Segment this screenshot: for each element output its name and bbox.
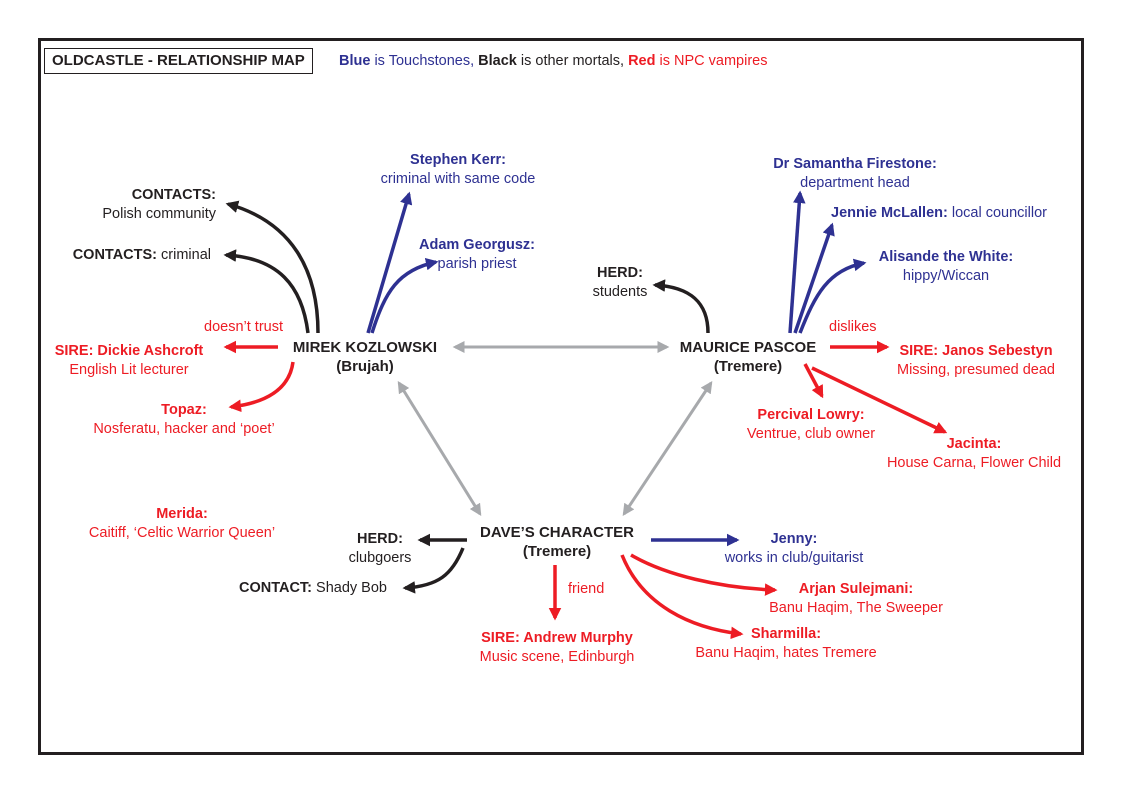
maurice-percival-arrow <box>803 363 824 399</box>
dave-node: DAVE’S CHARACTER (Tremere) <box>480 523 634 561</box>
page-title: OLDCASTLE - RELATIONSHIP MAP <box>44 48 313 74</box>
andrew-desc: Music scene, Edinburgh <box>479 649 635 665</box>
jennie-desc: local councillor <box>947 205 1047 221</box>
legend-red-word: Red <box>628 53 656 69</box>
jacinta-name: Jacinta: <box>946 436 1002 452</box>
maurice-herd-arrow <box>652 279 710 334</box>
jenny-desc: works in club/guitarist <box>724 550 864 566</box>
arjan-desc: Banu Haqim, The Sweeper <box>769 600 943 616</box>
dave-herd-desc: clubgoers <box>348 550 412 566</box>
mirek-contacts-polish: CONTACTS: Polish community <box>102 186 216 224</box>
adam-desc: parish priest <box>437 256 517 272</box>
jacinta-desc: House Carna, Flower Child <box>886 455 1062 471</box>
mirek-adam: Adam Georgusz: parish priest <box>419 236 535 274</box>
contacts-criminal-label: CONTACTS: <box>72 247 158 263</box>
sharmilla-name: Sharmilla: <box>750 626 822 642</box>
janos-desc: Missing, presumed dead <box>897 362 1055 378</box>
merida-name: Merida: <box>156 506 208 522</box>
dave-clan: (Tremere) <box>522 543 592 560</box>
dickie-name: SIRE: Dickie Ashcroft <box>54 343 204 359</box>
dave-herd-label: HERD: <box>357 531 403 547</box>
topaz-desc: Nosferatu, hacker and ‘poet’ <box>93 421 275 437</box>
mirek-topaz-arrow <box>228 361 295 413</box>
legend-red-text: is NPC vampires <box>655 53 768 69</box>
percival-name: Percival Lowry: <box>757 407 865 423</box>
dave-sire-edge-label: friend <box>568 581 605 597</box>
dave-arjan-arrow <box>630 553 778 596</box>
maurice-alisande-arrow <box>798 258 867 334</box>
maurice-samantha-arrow <box>788 190 806 334</box>
contacts-polish-label: CONTACTS: <box>131 187 216 203</box>
percival-desc: Ventrue, club owner <box>746 426 876 442</box>
janos-name: SIRE: Janos Sebestyn <box>899 343 1053 359</box>
maurice-sire: SIRE: Janos Sebestyn Missing, presumed d… <box>897 342 1055 380</box>
maurice-alisande: Alisande the White: hippy/Wiccan <box>879 248 1014 286</box>
mirek-dave-link <box>397 380 482 517</box>
maurice-jacinta-arrow <box>811 366 948 434</box>
legend-blue-text: is Touchstones, <box>370 53 479 69</box>
mirek-sire-edge-label: doesn’t trust <box>204 319 283 335</box>
dave-contact-label: CONTACT: <box>238 580 313 596</box>
dave-contact-desc: Shady Bob <box>312 580 387 596</box>
dave-jenny: Jenny: works in club/guitarist <box>725 530 864 568</box>
mirek-clan: (Brujah) <box>336 358 394 375</box>
mirek-topaz: Topaz: Nosferatu, hacker and ‘poet’ <box>93 401 274 439</box>
legend-black-word: Black <box>478 53 517 69</box>
stephen-desc: criminal with same code <box>380 171 536 187</box>
legend-blue-word: Blue <box>339 53 371 69</box>
dave-arjan: Arjan Sulejmani: Banu Haqim, The Sweeper <box>769 580 943 618</box>
contacts-criminal-desc: criminal <box>157 247 211 263</box>
dave-contact: CONTACT: Shady Bob <box>239 579 387 598</box>
maurice-percival: Percival Lowry: Ventrue, club owner <box>747 406 875 444</box>
map-border <box>38 38 1084 755</box>
maurice-herd-desc: students <box>592 284 648 300</box>
jennie-name: Jennie McLallen: <box>831 205 948 221</box>
maurice-samantha: Dr Samantha Firestone: department head <box>773 155 937 193</box>
alisande-name: Alisande the White: <box>878 249 1014 265</box>
mirek-adam-arrow <box>370 257 439 334</box>
legend-black-text: is other mortals, <box>516 53 629 69</box>
dave-sire: SIRE: Andrew Murphy Music scene, Edinbur… <box>480 629 635 667</box>
maurice-herd-label: HERD: <box>597 265 643 281</box>
color-legend: Blue is Touchstones, Black is other mort… <box>339 52 767 70</box>
mirek-node: MIREK KOZLOWSKI (Brujah) <box>293 338 437 376</box>
dave-herd: HERD: clubgoers <box>349 530 412 568</box>
maurice-clan: (Tremere) <box>713 358 783 375</box>
maurice-name: MAURICE PASCOE <box>679 339 817 356</box>
maurice-dave-link <box>622 381 713 516</box>
arjan-name: Arjan Sulejmani: <box>798 581 914 597</box>
maurice-jennie-arrow <box>793 222 835 334</box>
merida: Merida: Caitiff, ‘Celtic Warrior Queen’ <box>89 505 275 543</box>
maurice-sire-edge-label: dislikes <box>829 319 877 335</box>
mirek-contacts-criminal-arrow <box>223 249 310 334</box>
mirek-contacts-polish-arrow <box>225 200 320 334</box>
dickie-desc: English Lit lecturer <box>69 362 189 378</box>
samantha-name: Dr Samantha Firestone: <box>773 156 937 172</box>
maurice-herd: HERD: students <box>593 264 648 302</box>
mirek-contacts-criminal: CONTACTS: criminal <box>73 246 211 265</box>
mirek-stephen: Stephen Kerr: criminal with same code <box>381 151 536 189</box>
adam-name: Adam Georgusz: <box>418 237 536 253</box>
alisande-desc: hippy/Wiccan <box>902 268 990 284</box>
dave-sharmilla: Sharmilla: Banu Haqim, hates Tremere <box>695 625 876 663</box>
sharmilla-desc: Banu Haqim, hates Tremere <box>695 645 877 661</box>
dave-name: DAVE’S CHARACTER <box>480 524 634 541</box>
stephen-name: Stephen Kerr: <box>410 152 506 168</box>
dave-sharmilla-arrow <box>620 554 744 640</box>
mirek-stephen-arrow <box>366 191 413 334</box>
merida-desc: Caitiff, ‘Celtic Warrior Queen’ <box>88 525 276 541</box>
contacts-polish-desc: Polish community <box>102 206 216 222</box>
maurice-jacinta: Jacinta: House Carna, Flower Child <box>887 435 1061 473</box>
andrew-name: SIRE: Andrew Murphy <box>481 630 633 646</box>
mirek-name: MIREK KOZLOWSKI <box>292 339 438 356</box>
jenny-name: Jenny: <box>770 531 818 547</box>
dave-contact-arrow <box>402 547 465 594</box>
topaz-name: Topaz: <box>161 402 207 418</box>
mirek-sire: SIRE: Dickie Ashcroft English Lit lectur… <box>55 342 204 380</box>
samantha-desc: department head <box>800 175 910 191</box>
maurice-node: MAURICE PASCOE (Tremere) <box>680 338 816 376</box>
maurice-jennie: Jennie McLallen: local councillor <box>831 204 1047 223</box>
